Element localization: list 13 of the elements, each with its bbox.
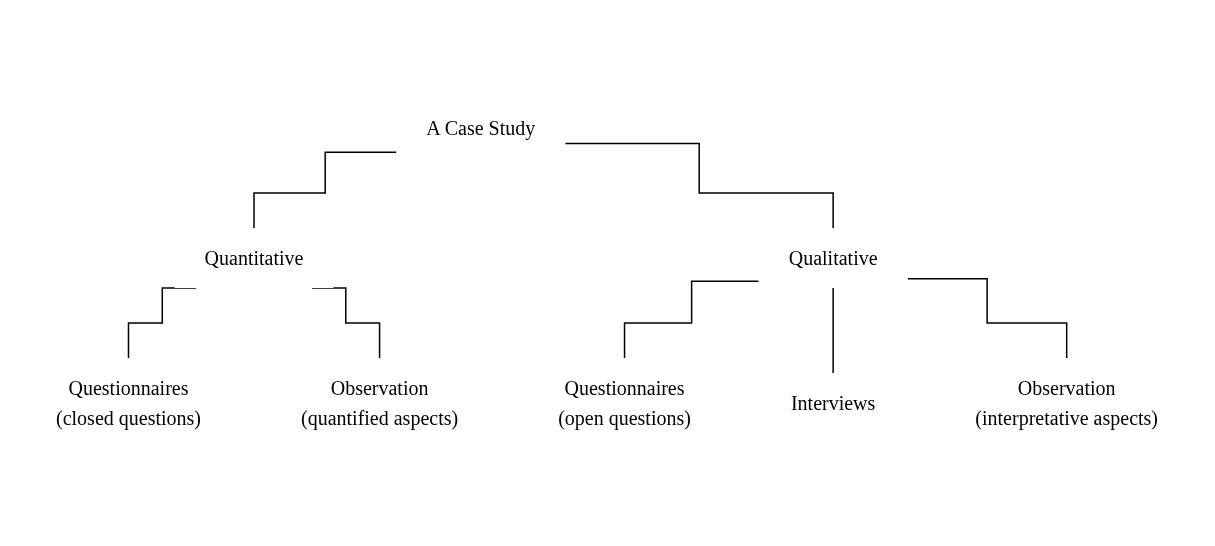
connector [253,151,398,229]
node-text: Questionnaires (closed questions) [56,377,202,429]
node-text: Observation (interpretative aspects) [975,377,1159,429]
node-text: Interviews [791,392,876,414]
connector [565,142,835,229]
connector [832,287,835,374]
node-text: Observation (quantified aspects) [301,377,459,429]
node-text: Quantitative [205,247,304,269]
node-text: Qualitative [789,247,879,269]
connector [624,280,760,359]
connector [907,277,1068,359]
node-text: Questionnaires (open questions) [558,377,692,429]
node-text: A Case Study [426,117,536,139]
